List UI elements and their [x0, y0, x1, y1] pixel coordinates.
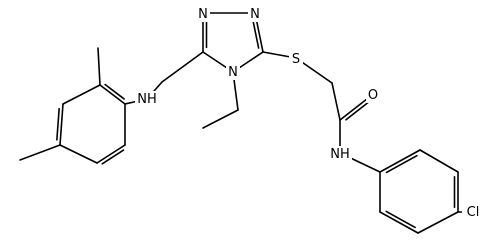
atom-bg-n1 — [196, 6, 210, 22]
atom-n-triazole-1: N — [198, 7, 208, 22]
bond-n2-c3-inner — [251, 17, 260, 49]
atom-nh-amine: NH — [137, 92, 157, 107]
bond-x5-x6 — [96, 144, 126, 164]
atom-bg-nh-amide — [328, 146, 352, 162]
bond-x1-x2 — [99, 84, 126, 105]
bond-cp4-cp5 — [417, 211, 459, 234]
atom-oxygen: O — [368, 88, 378, 103]
bond-cp1-cp2-inner — [385, 154, 418, 174]
bond-layer — [19, 12, 471, 234]
atom-bg-n2 — [248, 6, 262, 22]
atom-sulfur: S — [292, 52, 300, 67]
atom-bg-nh-amine — [135, 91, 159, 107]
bond-ch2a-cco — [331, 82, 341, 121]
bond-cp2-cp3 — [419, 149, 459, 173]
bond-cp5-cp6 — [379, 211, 419, 234]
bond-x2-me2 — [97, 47, 101, 86]
atom-bg-s — [289, 51, 303, 67]
bond-cp1-cp2 — [379, 149, 421, 173]
bond-x4-x5 — [59, 144, 98, 164]
bond-x3-x4 — [59, 103, 64, 146]
atom-label-layer: N N N S O NH NH Cl — [135, 6, 484, 220]
atom-n-triazole-2: N — [250, 7, 260, 22]
bond-x5-x6-inner — [101, 149, 125, 165]
atom-n-triazole-4: N — [228, 65, 238, 80]
molecule-structure: N N N S O NH NH Cl — [19, 6, 484, 234]
atom-bg-o — [366, 87, 380, 103]
bond-c5-ch2b — [161, 51, 204, 83]
atom-bg-cl — [462, 204, 484, 220]
bond-x3-x4-inner — [56, 107, 60, 141]
bond-x1-x2-inner — [104, 83, 125, 100]
bond-cp5-cp6-inner — [385, 210, 416, 229]
atom-nh-amide: NH — [330, 147, 350, 162]
bond-x4-me4 — [19, 144, 61, 161]
bond-et1-et2 — [202, 109, 239, 129]
atom-chlorine: Cl — [467, 205, 480, 220]
bond-cco-o-inner — [345, 99, 372, 121]
bond-x2-x3 — [62, 84, 101, 105]
atom-bg-n4 — [226, 64, 240, 80]
